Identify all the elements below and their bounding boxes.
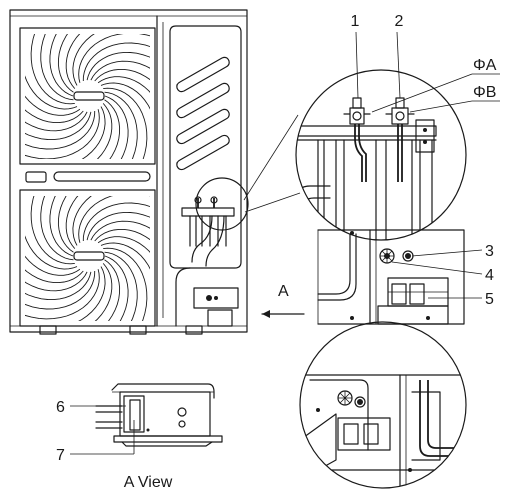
- outdoor-unit: [9, 9, 249, 335]
- fan-blade-line: [25, 269, 100, 320]
- handle-slot: [53, 171, 151, 182]
- foot-mid: [129, 325, 147, 335]
- fan-blade-line: [25, 111, 88, 132]
- fan-blade-line: [104, 255, 129, 321]
- fan-blade-line: [25, 235, 78, 270]
- fan-blade-line: [103, 247, 148, 321]
- pipe-cover: [193, 287, 239, 309]
- fan-blade-line: [104, 95, 129, 159]
- fan-blade-line: [97, 236, 150, 253]
- unit-valve-area: [181, 196, 235, 267]
- a-view-caption: A View: [124, 474, 173, 491]
- fan-blade-line: [57, 196, 74, 253]
- fan-blade-line: [104, 259, 121, 321]
- a-view-callouts: 6 7: [56, 399, 135, 464]
- zoom-line-top: [243, 114, 299, 201]
- fan-blade-line: [97, 76, 150, 93]
- lower-fan-logo: [73, 251, 105, 261]
- callout-1: 1: [351, 13, 360, 30]
- fan-blade-line: [25, 111, 92, 141]
- fan-blade-line: [25, 269, 84, 284]
- fan-blade-line: [100, 242, 150, 270]
- fan-blade-line: [65, 196, 79, 249]
- fan-blade-line: [94, 68, 150, 82]
- fan-blade-line: [82, 42, 150, 82]
- unit-casing: [9, 9, 248, 333]
- callout-phi-a: ΦA: [473, 57, 497, 74]
- fan-blade-line: [81, 106, 106, 159]
- service-panel: [169, 25, 242, 269]
- base-detail: [299, 321, 467, 489]
- callout-3: 3: [485, 243, 494, 260]
- lower-fan-grille: [25, 196, 150, 321]
- foot-right: [185, 325, 203, 335]
- fan-blade-line: [25, 95, 81, 116]
- fan-blade-line: [104, 99, 121, 159]
- fan-blade-line: [25, 255, 81, 276]
- fan-blade-line: [25, 110, 96, 150]
- callout-7: 7: [56, 447, 65, 464]
- fan-blade-line: [40, 34, 74, 101]
- upper-fan-logo: [73, 91, 105, 101]
- fan-blade-line: [30, 196, 75, 265]
- fan-blade-line: [78, 196, 150, 243]
- fan-blade-line: [94, 228, 150, 242]
- fan-blade-line: [78, 266, 106, 321]
- callout-2: 2: [395, 13, 404, 30]
- outlet-callouts: 3 4 5: [391, 243, 494, 308]
- fan-blade-line: [94, 263, 113, 321]
- fan-blade-line: [103, 87, 148, 159]
- valve-detail: [295, 69, 467, 241]
- callout-6: 6: [56, 399, 65, 416]
- fan-blade-line: [78, 34, 150, 83]
- view-arrow-label: A: [278, 283, 289, 300]
- fan-blade-line: [57, 34, 74, 93]
- fan-blade-line: [25, 271, 88, 292]
- upper-fan-frame: [19, 27, 156, 165]
- fan-blade-line: [30, 34, 75, 105]
- upper-fan-grille: [25, 34, 150, 159]
- fan-blade-line: [90, 220, 150, 241]
- fan-blade-line: [25, 109, 84, 124]
- fan-blade-line: [40, 196, 74, 261]
- view-arrow: A: [261, 283, 305, 318]
- fan-blade-line: [86, 211, 150, 241]
- fan-blade-line: [90, 60, 150, 81]
- callout-4: 4: [485, 267, 494, 284]
- fan-blade-line: [104, 251, 138, 321]
- nameplate: [25, 171, 47, 183]
- fan-blade-line: [104, 91, 138, 159]
- callout-5: 5: [485, 291, 494, 308]
- fan-blade-line: [25, 75, 78, 110]
- fan-blade-line: [96, 103, 113, 159]
- a-view-drawing: [95, 383, 223, 447]
- fan-blade-line: [25, 109, 100, 159]
- foot-left: [39, 325, 57, 335]
- panel-louvers: [176, 56, 230, 171]
- fan-blade-line: [65, 34, 81, 89]
- fan-blade-line: [49, 34, 74, 97]
- pipe-outlet-detail: [317, 229, 465, 325]
- fan-blade-line: [72, 34, 95, 86]
- fan-blade-line: [100, 82, 150, 110]
- fan-blade-line: [25, 270, 96, 310]
- fan-blade-line: [25, 271, 92, 301]
- valve-callouts: 1 2 ΦA ΦB: [351, 13, 500, 113]
- fan-blade-line: [86, 51, 150, 81]
- fan-blade-line: [49, 196, 74, 257]
- zoom-line-bottom: [244, 192, 301, 213]
- lower-fan-frame: [19, 189, 156, 327]
- fan-blade-line: [82, 202, 150, 242]
- zoom-source-circle: [195, 177, 249, 231]
- fan-blade-line: [72, 196, 92, 246]
- callout-phi-b: ΦB: [473, 84, 496, 101]
